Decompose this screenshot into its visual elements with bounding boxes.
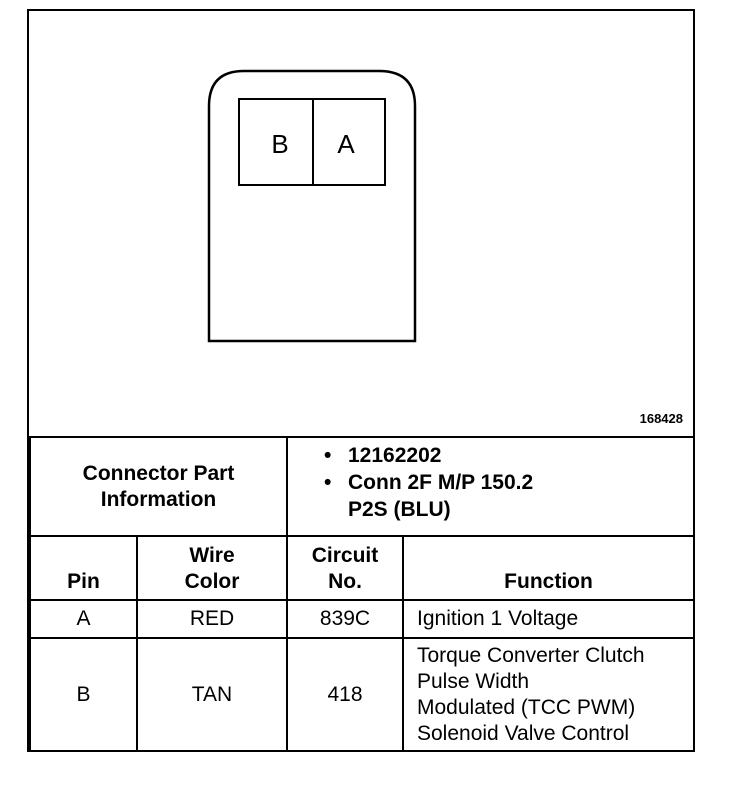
connector-diagram-frame: B A 168428 Connector Part Information 12…: [27, 9, 696, 752]
table-row: A RED 839C Ignition 1 Voltage: [29, 599, 696, 639]
function-cell: Ignition 1 Voltage: [401, 599, 696, 639]
pin-label-a: A: [337, 129, 355, 159]
pin-cell: B: [29, 637, 138, 752]
circuit-cell: 418: [286, 637, 404, 752]
pin-cell: A: [29, 599, 138, 639]
connector-figure: B A 168428: [29, 11, 693, 436]
function-line: Ignition 1 Voltage: [417, 607, 579, 630]
figure-id: 168428: [639, 411, 683, 426]
connector-description: Conn 2F M/P 150.2 P2S (BLU): [324, 469, 693, 523]
connector-description-line1: Conn 2F M/P 150.2: [348, 471, 534, 494]
connector-info-label-line2: Information: [100, 487, 217, 511]
connector-face-drawing: B A: [207, 69, 417, 343]
function-cell: Torque Converter Clutch Pulse Width Modu…: [401, 637, 696, 752]
header-row: Pin Wire Color Circuit No. Function: [29, 535, 696, 601]
function-line: Solenoid Valve Control: [417, 721, 630, 745]
header-pin: Pin: [29, 535, 138, 601]
header-wire-color: Wire Color: [136, 535, 288, 601]
function-line: Modulated (TCC PWM): [417, 695, 636, 719]
pin-label-b: B: [271, 129, 288, 159]
connector-part-details: 12162202 Conn 2F M/P 150.2 P2S (BLU): [285, 436, 696, 537]
function-line: Pulse Width: [417, 669, 530, 693]
connector-info-row: Connector Part Information 12162202 Conn…: [29, 436, 696, 537]
connector-housing-outline: [207, 69, 417, 343]
pinout-table: Connector Part Information 12162202 Conn…: [29, 436, 696, 752]
connector-description-line2: P2S (BLU): [348, 498, 451, 521]
wire-color-cell: TAN: [136, 637, 288, 752]
pin-cavity-a: [312, 98, 386, 186]
part-number: 12162202: [324, 442, 693, 469]
function-line: Torque Converter Clutch: [417, 643, 645, 667]
connector-info-label: Connector Part Information: [29, 436, 288, 537]
circuit-cell: 839C: [286, 599, 404, 639]
table-row: B TAN 418 Torque Converter Clutch Pulse …: [29, 637, 696, 752]
wire-color-cell: RED: [136, 599, 288, 639]
header-circuit-no: Circuit No.: [286, 535, 404, 601]
connector-info-label-line1: Connector Part: [82, 461, 235, 485]
header-function: Function: [401, 535, 696, 601]
